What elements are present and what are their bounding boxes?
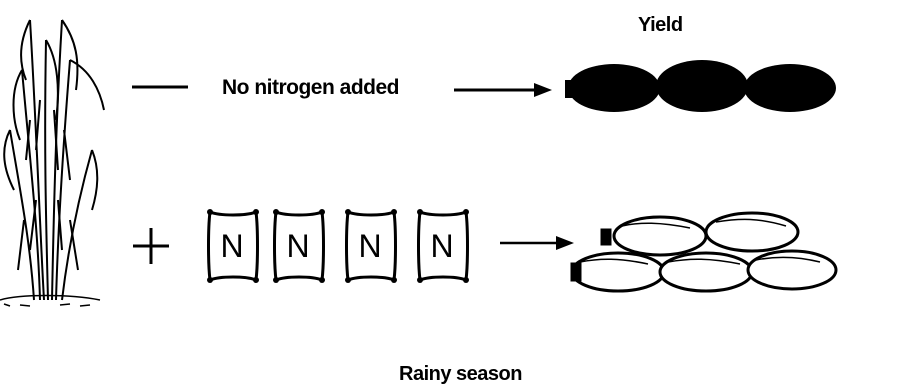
bag-letter: N xyxy=(420,228,464,265)
small-yield-grains-icon xyxy=(565,60,836,112)
fertilizer-bag-icon: N xyxy=(342,208,400,284)
yield-label: Yield xyxy=(638,14,683,37)
plus-sign-icon xyxy=(133,228,169,264)
arrow-head-icon xyxy=(534,83,552,97)
fertilizer-bag-icon: N xyxy=(204,208,262,284)
large-yield-grains-icon xyxy=(572,213,836,291)
bag-letter: N xyxy=(276,228,320,265)
no-nitrogen-label: No nitrogen added xyxy=(222,76,399,100)
fertilizer-bag-icon: N xyxy=(414,208,472,284)
season-label: Rainy season xyxy=(399,363,522,386)
fertilizer-bag-icon: N xyxy=(270,208,328,284)
bag-letter: N xyxy=(210,228,254,265)
bag-letter: N xyxy=(348,228,392,265)
arrow-head-icon xyxy=(556,236,574,250)
rice-plant-icon xyxy=(0,20,104,306)
